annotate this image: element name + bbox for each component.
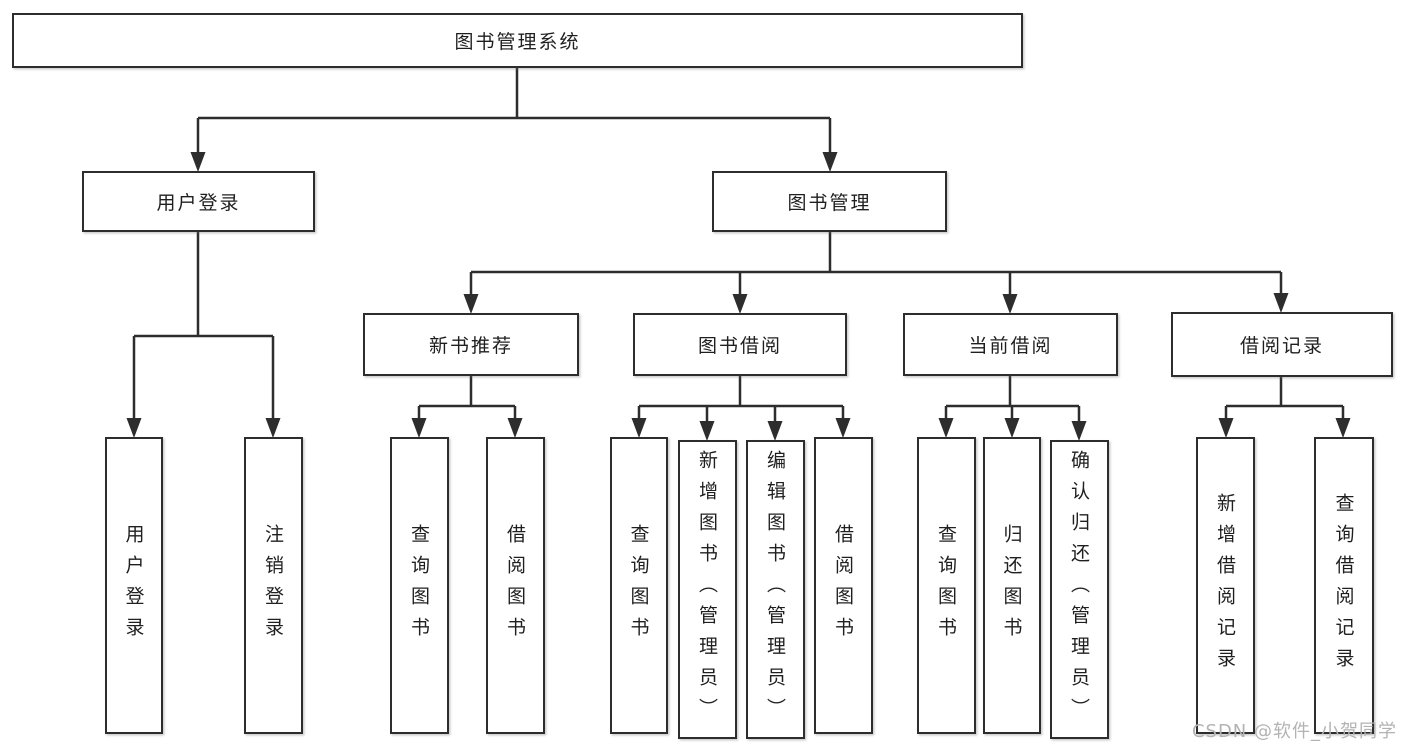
leaf-add-books-admin-label: 新增图书（管理员） [696,450,718,729]
leaf-query-books-current: 查询图书 [917,437,976,734]
leaf-edit-books-admin: 编辑图书（管理员） [746,440,805,739]
node-book-management: 图书管理 [712,171,947,232]
leaf-query-books-current-label: 查询图书 [935,523,957,648]
leaf-add-borrow-record-label: 新增借阅记录 [1214,492,1236,679]
leaf-borrow-books-recommend-label: 借阅图书 [504,523,526,648]
leaf-edit-books-admin-label: 编辑图书（管理员） [764,450,786,729]
node-book-borrow-label: 图书借阅 [697,335,782,357]
leaf-confirm-return-admin: 确认归还（管理员） [1050,440,1109,739]
watermark: CSDN @软件_小贺同学 [1191,721,1397,742]
node-book-borrow: 图书借阅 [633,313,847,376]
leaf-confirm-return-admin-label: 确认归还（管理员） [1068,450,1090,729]
leaf-logout: 注销登录 [244,437,303,734]
leaf-add-borrow-record: 新增借阅记录 [1196,437,1255,734]
leaf-user-login-label: 用户登录 [122,523,145,648]
node-borrow-records: 借阅记录 [1171,312,1393,377]
leaf-user-login: 用户登录 [105,437,163,734]
node-new-book-recommend-label: 新书推荐 [428,335,513,357]
node-root: 图书管理系统 [12,13,1023,68]
node-user-login: 用户登录 [82,171,315,232]
node-user-login-label: 用户登录 [156,192,241,214]
leaf-query-borrow-record: 查询借阅记录 [1314,437,1374,734]
leaf-borrow-books-label: 借阅图书 [832,523,854,648]
leaf-query-books-borrow-label: 查询图书 [627,523,650,648]
node-borrow-records-label: 借阅记录 [1239,335,1324,357]
leaf-query-books-recommend-label: 查询图书 [408,523,430,648]
leaf-borrow-books: 借阅图书 [814,437,873,734]
node-book-management-label: 图书管理 [787,192,872,214]
node-current-borrow-label: 当前借阅 [968,335,1053,357]
tree-edges [132,67,1345,423]
leaf-return-books-label: 归还图书 [1000,523,1023,648]
node-root-label: 图书管理系统 [454,31,581,53]
leaf-borrow-books-recommend: 借阅图书 [486,437,545,734]
leaf-query-books-recommend: 查询图书 [390,437,449,734]
node-new-book-recommend: 新书推荐 [363,313,579,376]
leaf-add-books-admin: 新增图书（管理员） [678,440,737,739]
leaf-logout-label: 注销登录 [262,523,284,648]
leaf-query-borrow-record-label: 查询借阅记录 [1332,492,1355,679]
node-current-borrow: 当前借阅 [903,313,1118,376]
leaf-return-books: 归还图书 [983,437,1041,734]
arrowheads [126,152,1351,441]
leaf-query-books-borrow: 查询图书 [610,437,668,734]
